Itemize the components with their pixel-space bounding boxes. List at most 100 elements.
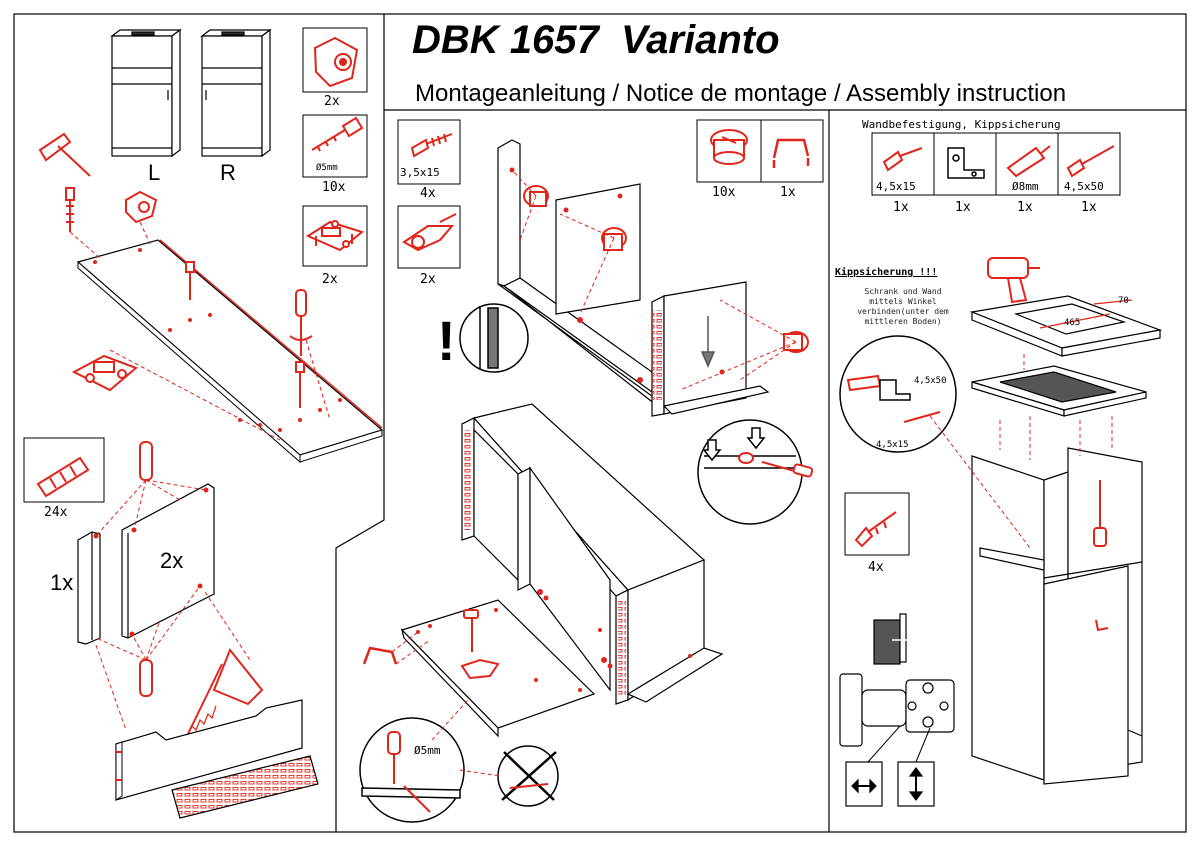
- door-handle-icon: [362, 646, 398, 665]
- hinge-adjust-leaders: [867, 725, 931, 763]
- anti-tip-screw-short: 4,5x15: [876, 440, 909, 450]
- sink-top: [971, 365, 1147, 417]
- cam-tighten-detail: [697, 419, 814, 525]
- dimension-depth: 70: [1118, 296, 1129, 306]
- side-panel-double: [121, 483, 215, 639]
- wall-screw-short-icon: [882, 147, 923, 172]
- qty-screw-4x: 4x: [868, 560, 884, 575]
- screw-icon: [854, 511, 897, 548]
- qty-cam-housing: 2x: [324, 94, 340, 109]
- dimension-width: 465: [1064, 318, 1081, 328]
- wall-plug-icon: [1006, 145, 1051, 178]
- cam-lock-vent-grid: [652, 310, 662, 400]
- wall-fixing-boxes: [871, 132, 1121, 196]
- size-dowel-screw: Ø5mm: [316, 163, 338, 173]
- size-screw-small: 3,5x15: [400, 166, 440, 179]
- variant-left-label: L: [148, 160, 161, 185]
- qty-cam-lock: 10x: [712, 185, 736, 200]
- page-subtitle: Montageanleitung / Notice de montage / A…: [415, 80, 1067, 107]
- saw-icon: [185, 648, 264, 739]
- cabinet-left-variant: [110, 28, 182, 158]
- carcass-lower-assembly: [461, 403, 724, 705]
- page-title: DBK 1657 Varianto: [412, 18, 780, 62]
- side-panel-single: [77, 531, 101, 645]
- anti-tip-detail-circle: [839, 335, 957, 453]
- hinge-detail: [839, 673, 955, 747]
- wooden-dowel-icon: [36, 456, 90, 498]
- qty-hinge-plate: 2x: [322, 272, 338, 287]
- plinth-board: [115, 699, 303, 801]
- cabinet-right-variant: [200, 28, 272, 158]
- size-wall-screw-long: 4,5x50: [1064, 180, 1104, 193]
- screwdriver-icon: [289, 289, 313, 356]
- hinge-plate-mounted-icon: [71, 354, 138, 392]
- cabinet-guide-lines: [929, 354, 1113, 549]
- hinge-icon: [402, 213, 457, 252]
- dowel-screw-insert-icon: [65, 187, 75, 232]
- cabinet-door-handle-icon: [1095, 619, 1109, 632]
- door-hinges: [460, 609, 500, 680]
- countertop-template: [969, 295, 1163, 357]
- down-arrow-icon: [700, 316, 716, 368]
- part-box-screw-small: [397, 119, 461, 185]
- adjust-sideways-icon: [845, 761, 883, 807]
- size-wall-screw-short: 4,5x15: [876, 180, 916, 193]
- adjust-height-icon: [897, 761, 935, 807]
- power-drill-icon: [987, 257, 1040, 304]
- dowel-holes: [93, 487, 209, 637]
- part-box-cam-housing: [302, 27, 368, 93]
- detail-link-lines: [431, 699, 501, 777]
- wooden-dowel-inserts: [139, 441, 153, 697]
- part-box-wooden-dowel: [23, 437, 105, 503]
- assembly-holes: [509, 167, 725, 383]
- drill-size-label: Ø5mm: [414, 744, 441, 757]
- qty-handle: 1x: [780, 185, 796, 200]
- part-box-hinge: [397, 205, 461, 269]
- qty-screw-small: 4x: [420, 186, 436, 201]
- handle-icon: [772, 138, 810, 168]
- dowel-screw-icon: [311, 116, 364, 152]
- anti-tip-instructions: Schrank und Wand mittels Winkel verbinde…: [857, 287, 949, 326]
- size-wall-plug: Ø8mm: [1012, 180, 1039, 193]
- lower-assembly-marks: [537, 589, 692, 669]
- dimension-lines: [1039, 299, 1133, 329]
- qty-dowel-screw: 10x: [322, 180, 346, 195]
- part-box-dowel-screw: [302, 114, 368, 178]
- hinge-adjust-block: [873, 613, 910, 665]
- qty-side-single: 1x: [50, 570, 74, 595]
- hinge-mounting-plate-icon: [305, 220, 365, 252]
- screw-icon: [410, 133, 453, 158]
- cam-lock-guide-lines: [511, 169, 797, 391]
- hammer-icon: [38, 132, 91, 177]
- lower-vent-grid: [464, 430, 626, 696]
- drill-detail-circle: [359, 717, 465, 823]
- page-frame: [13, 13, 1187, 833]
- anti-tip-screw-installed: [1093, 480, 1107, 547]
- part-box-hinge-plate: [302, 205, 368, 267]
- base-cabinet: [971, 447, 1143, 785]
- qty-hinge: 2x: [420, 272, 436, 287]
- warning-exclamation-icon: !: [437, 309, 456, 372]
- qty-side-double: 2x: [160, 548, 184, 573]
- wall-screw-long-icon: [1066, 145, 1115, 178]
- angle-bracket-icon: [947, 147, 985, 179]
- prohibited-detail: [497, 745, 559, 807]
- anti-tip-screw-long: 4,5x50: [914, 376, 947, 386]
- qty-wall-screw-short: 1x: [893, 200, 909, 215]
- edge-detail-circle: [459, 303, 529, 373]
- cam-lock-housing-icon: [313, 36, 359, 88]
- qty-wall-plug: 1x: [1017, 200, 1033, 215]
- wall-fixing-title: Wandbefestigung, Kippsicherung: [862, 118, 1061, 131]
- part-box-cam-lock: [696, 119, 824, 183]
- qty-angle-bracket: 1x: [955, 200, 971, 215]
- ventilation-grille: [171, 755, 319, 819]
- anti-tip-title: Kippsicherung !!!: [835, 267, 938, 278]
- variant-right-label: R: [220, 160, 236, 185]
- part-box-screw-4x: [844, 492, 910, 556]
- dowel-guide-lines: [95, 479, 251, 731]
- cam-lock-icon: [710, 129, 748, 165]
- dowel-screw-inserted-icon: [185, 261, 305, 408]
- qty-wooden-dowel: 24x: [44, 505, 68, 520]
- door-holes: [416, 608, 582, 692]
